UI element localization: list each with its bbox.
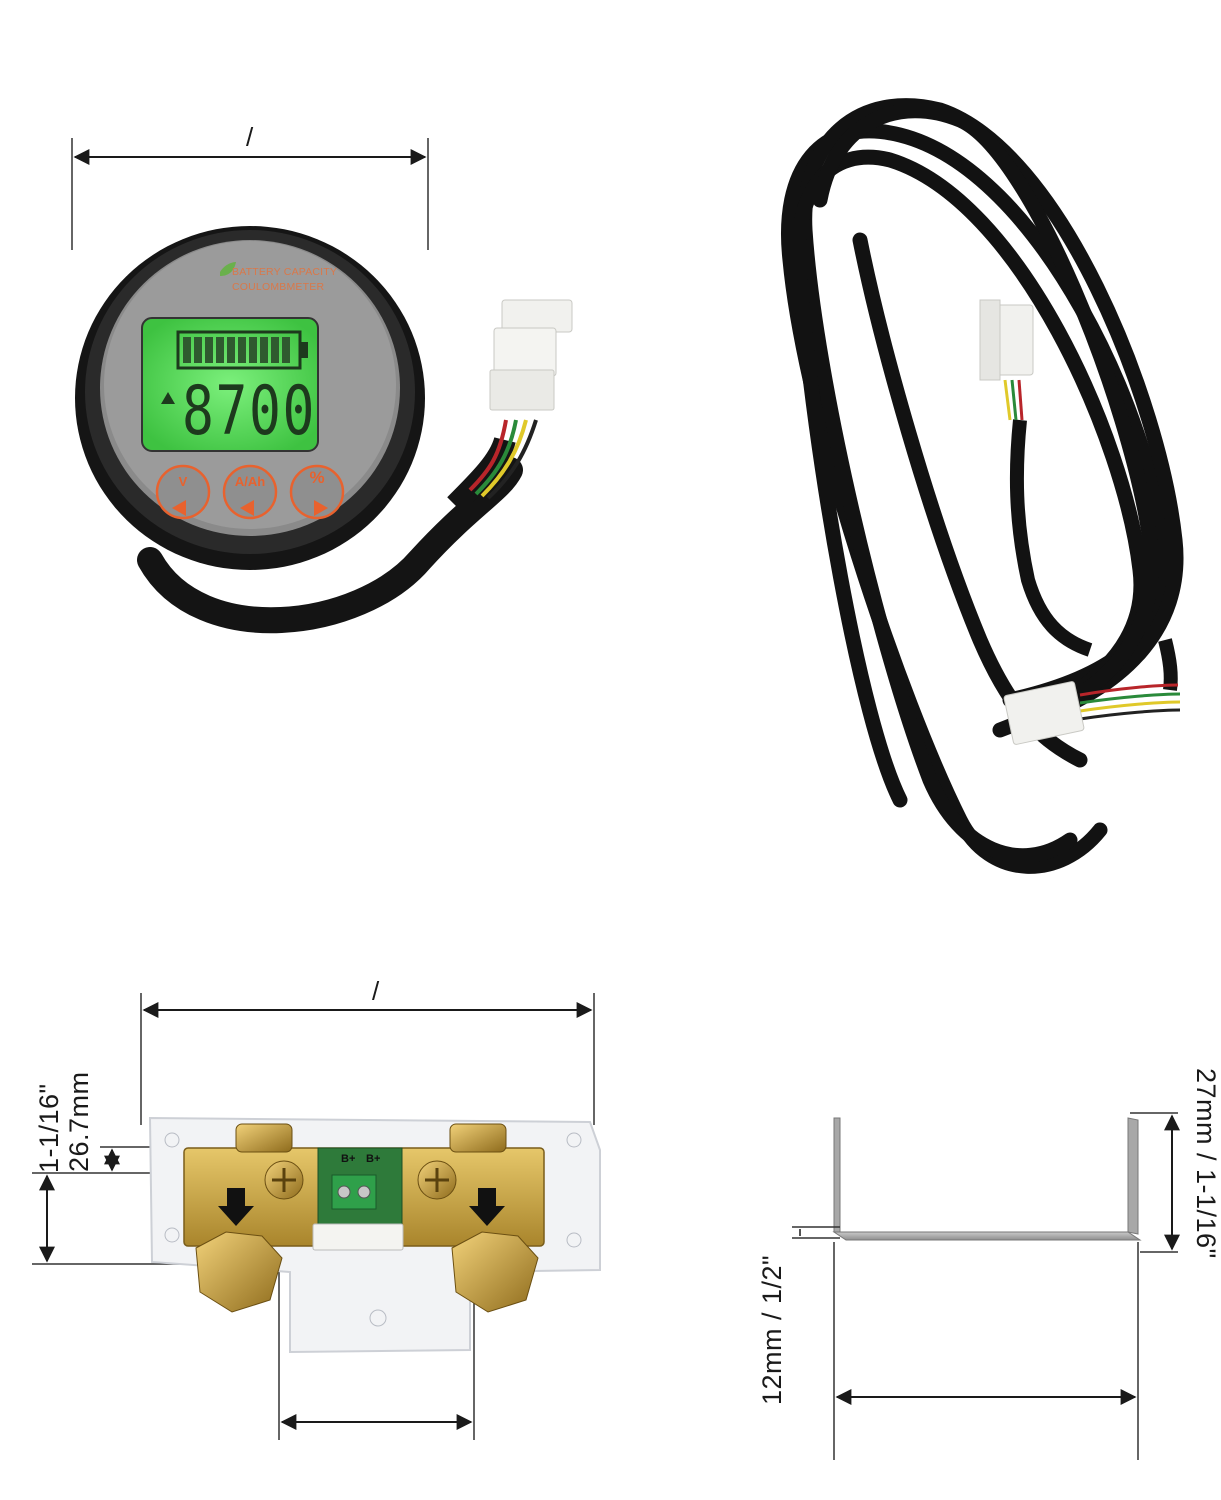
shunt-width-dimension bbox=[140, 993, 595, 1125]
bracket-thickness-label: 12mm / 1/2" bbox=[757, 1254, 787, 1405]
bracket-height-dimension bbox=[1130, 1112, 1180, 1253]
left-arrow-icon bbox=[172, 500, 186, 516]
down-arrow-icon bbox=[218, 1188, 254, 1226]
meter-button-percent-label: % bbox=[309, 468, 325, 487]
meter-buttons bbox=[155, 464, 345, 520]
bracket-thickness-dimension bbox=[792, 1226, 840, 1239]
down-arrow-icon bbox=[469, 1188, 505, 1226]
shunt-module bbox=[148, 1116, 601, 1354]
mounting-bracket bbox=[832, 1117, 1142, 1241]
meter-button-v-label: V bbox=[178, 474, 188, 489]
meter-button-aah-label: A/Ah bbox=[234, 474, 266, 489]
terminal-label-2: B+ bbox=[366, 1153, 381, 1165]
cable-connector-bottom bbox=[1003, 638, 1181, 745]
meter-brand-line1: BATTERY CAPACITY bbox=[232, 266, 338, 278]
battery-level-segments bbox=[183, 337, 290, 363]
extension-cable bbox=[781, 98, 1184, 874]
shunt-height-mm-label: 26.7mm bbox=[64, 1071, 94, 1172]
meter-width-dimension bbox=[71, 138, 429, 250]
cable-connector-top bbox=[979, 299, 1093, 657]
lcd-reading: 8700 bbox=[182, 372, 316, 451]
shunt-width-label: / bbox=[372, 976, 380, 1006]
right-arrow-icon bbox=[314, 500, 328, 516]
leaf-icon bbox=[220, 262, 236, 276]
meter-brand-line2: COULOMBMETER bbox=[232, 281, 325, 293]
bracket-height-label: 27mm / 1-1/16" bbox=[1191, 1068, 1221, 1259]
meter-connector bbox=[468, 299, 573, 500]
shunt-height-in-label: 1-1/16" bbox=[34, 1083, 64, 1173]
meter-width-label: / bbox=[246, 122, 254, 152]
terminal-label-1: B+ bbox=[341, 1153, 356, 1165]
bracket-width-dimension bbox=[833, 1242, 1139, 1460]
left-arrow-icon bbox=[240, 500, 254, 516]
up-triangle-icon bbox=[161, 392, 175, 404]
